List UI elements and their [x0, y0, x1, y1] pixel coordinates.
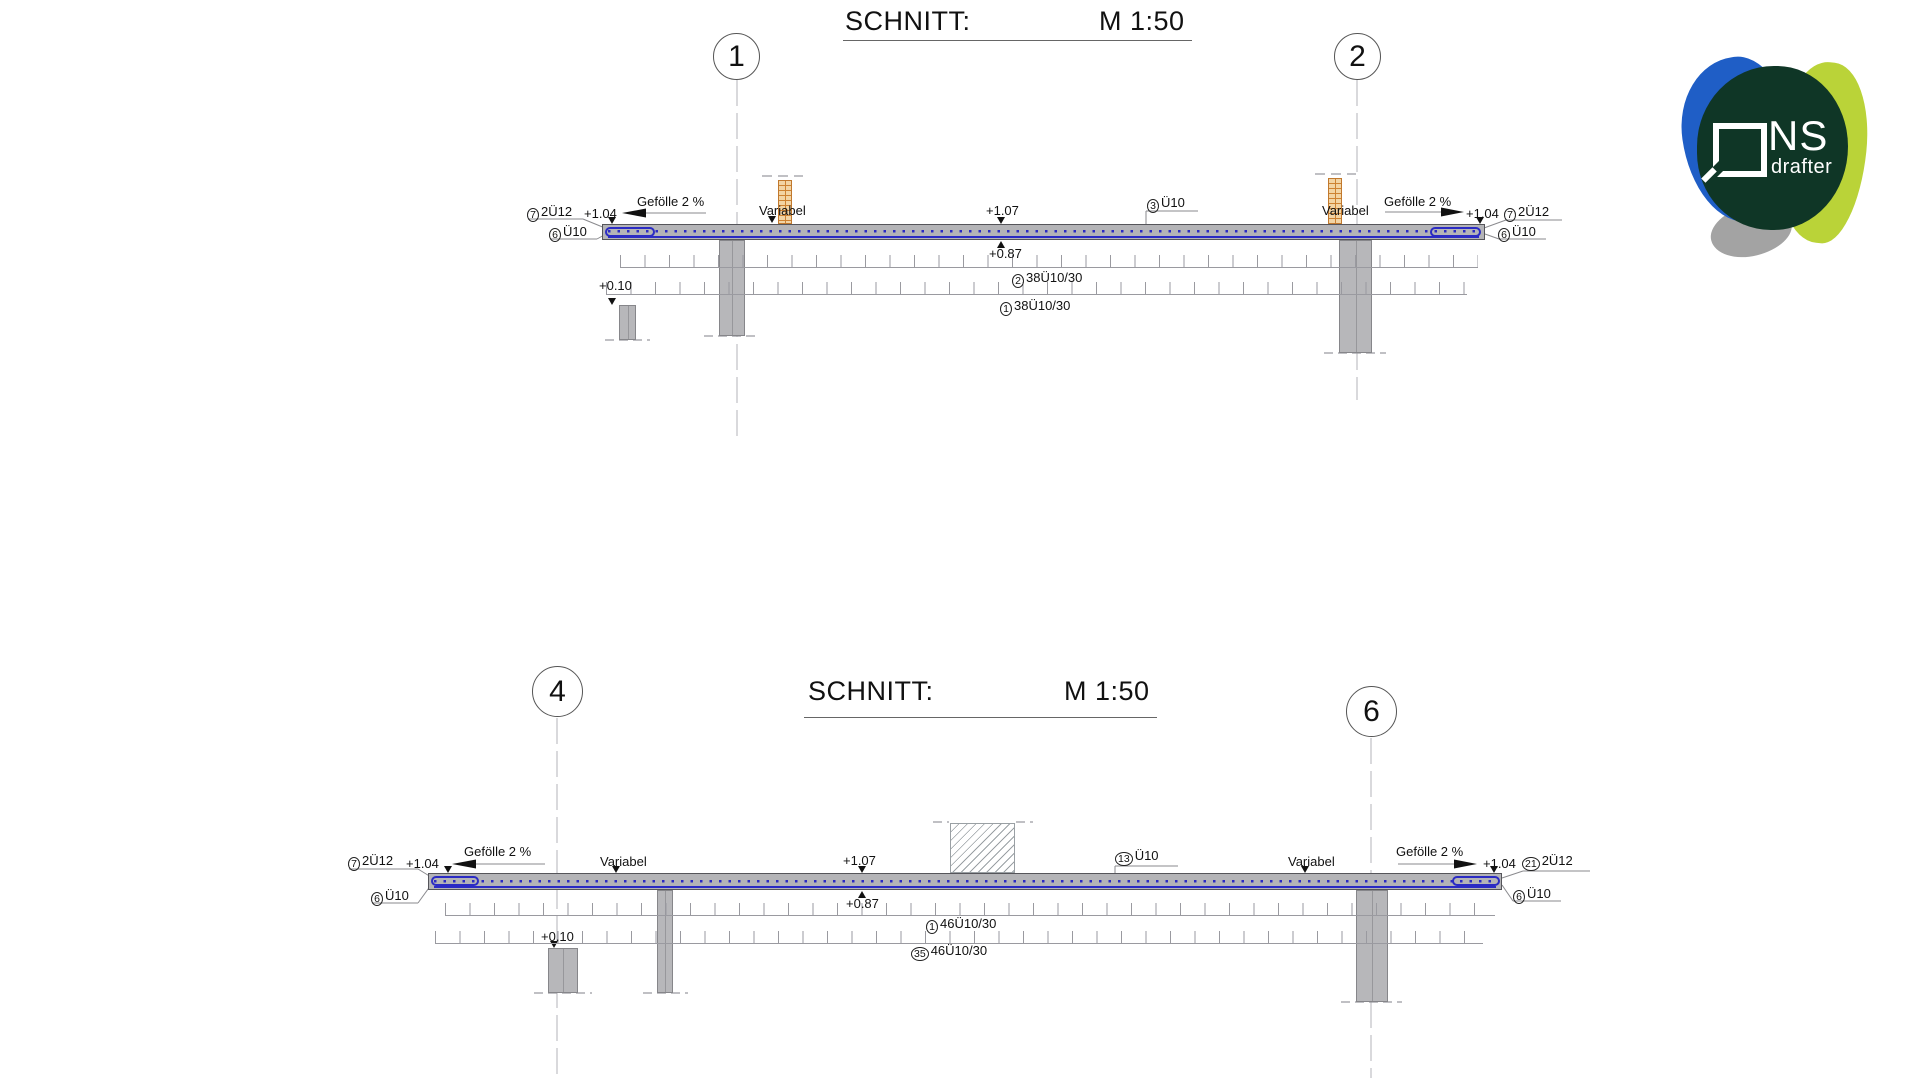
callout-circle: 7 — [1504, 208, 1516, 222]
slope-right: Gefölle 2 % — [1396, 844, 1464, 859]
cut-marker-2: 2 — [1334, 33, 1381, 80]
section1-scale: M 1:50 — [1099, 6, 1185, 36]
edge-reinforcement-left-2 — [431, 876, 479, 886]
level-ground: +0.10 — [599, 278, 632, 293]
callout-circle: 21 — [1522, 857, 1540, 871]
level-left: +1.04 — [584, 206, 617, 221]
deck-slab-2 — [428, 873, 1502, 890]
level-left: +1.04 — [406, 856, 439, 871]
edge-reinforcement-right — [1430, 227, 1481, 237]
dimension-row-2 — [606, 282, 1467, 295]
dimension-row-1 — [620, 255, 1478, 268]
wall-label-left: Variabel — [600, 854, 647, 869]
level-right: +1.04 — [1483, 856, 1516, 871]
callout-circle: 2 — [1012, 274, 1024, 288]
level-top: +1.07 — [843, 853, 876, 868]
edge-reinforcement-left — [605, 227, 655, 237]
hatched-block — [950, 823, 1015, 873]
level-bottom: +0.87 — [846, 896, 879, 911]
callout-circle: 3 — [1147, 199, 1159, 213]
callout-circle: 1 — [926, 920, 938, 934]
level-ground: +0.10 — [541, 929, 574, 944]
logo-blob-green-dark — [1697, 66, 1848, 230]
dimension-row-2-s2 — [435, 931, 1483, 944]
logo-wordmark: NS — [1768, 112, 1829, 159]
wall-label-right: Variabel — [1322, 203, 1369, 218]
rebar-line — [434, 880, 1496, 888]
dimension-row-1-s2 — [445, 903, 1495, 916]
wall-label-left: Variabel — [759, 203, 806, 218]
wall-label-right: Variabel — [1288, 854, 1335, 869]
section1-title: SCHNITT: — [845, 6, 971, 36]
slope-right: Gefölle 2 % — [1384, 194, 1452, 209]
foundation-post — [619, 305, 636, 340]
callout-circle: 1 — [1000, 302, 1012, 316]
callout-circle: 6 — [371, 892, 383, 906]
cut-marker-6: 6 — [1346, 686, 1397, 737]
foundation-post-2 — [548, 948, 578, 993]
masonry-wall-left — [778, 180, 792, 224]
slope-left: Gefölle 2 % — [637, 194, 705, 209]
cut-marker-4: 4 — [532, 666, 583, 717]
callout-circle: 6 — [1498, 228, 1510, 242]
callout-circle: 7 — [527, 208, 539, 222]
level-top: +1.07 — [986, 203, 1019, 218]
callout-circle: 6 — [1513, 890, 1525, 904]
edge-reinforcement-right-2 — [1452, 876, 1500, 886]
section2-scale: M 1:50 — [1064, 676, 1150, 706]
masonry-wall-right — [1328, 178, 1342, 224]
section2-title: SCHNITT: — [808, 676, 934, 706]
deck-slab — [602, 224, 1485, 240]
callout-circle: 6 — [549, 228, 561, 242]
logo-square-icon — [1713, 123, 1767, 177]
cut-marker-1: 1 — [713, 33, 760, 80]
callout-circle: 35 — [911, 947, 929, 961]
callout-circle: 7 — [348, 857, 360, 871]
slope-left: Gefölle 2 % — [464, 844, 532, 859]
ns-drafter-logo: NS drafter — [1668, 48, 1876, 266]
callout-circle: 13 — [1115, 852, 1133, 866]
logo-subtitle: drafter — [1771, 156, 1833, 178]
rebar-line — [608, 230, 1479, 238]
level-right: +1.04 — [1466, 206, 1499, 221]
level-bottom: +0.87 — [989, 246, 1022, 261]
